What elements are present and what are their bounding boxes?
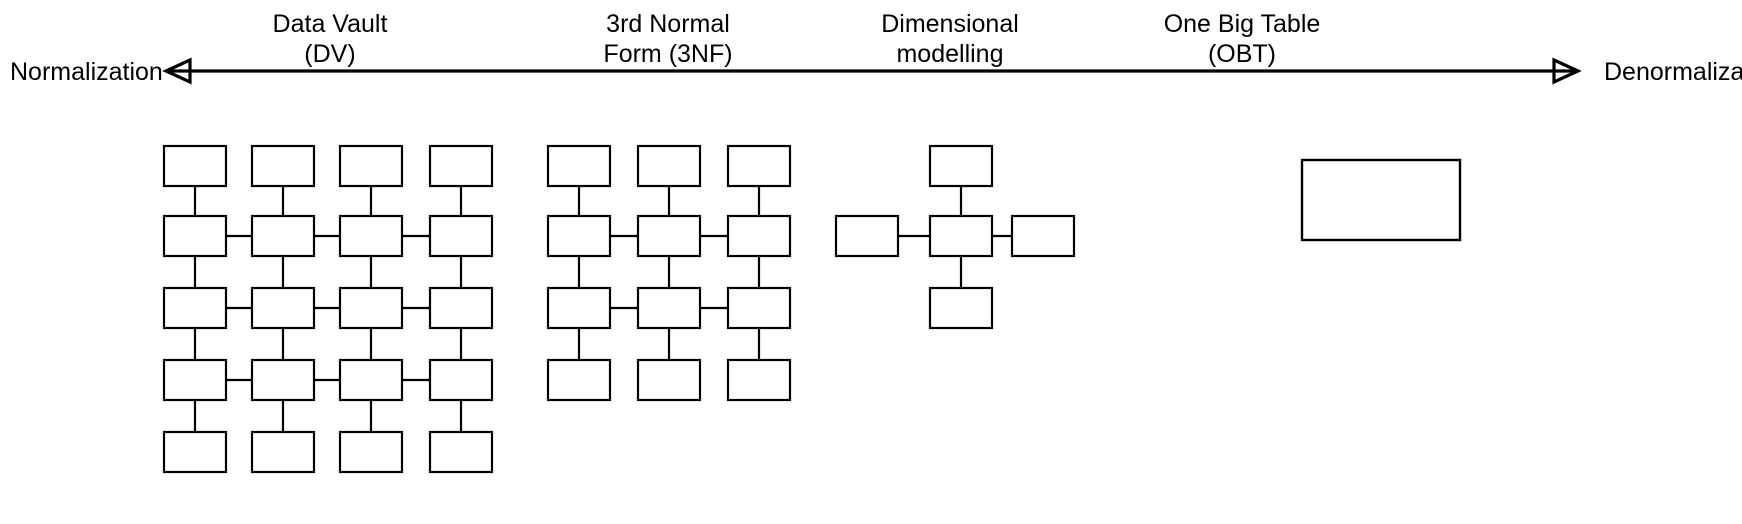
entity-box <box>162 430 228 474</box>
third-normal-form-cluster <box>546 144 792 402</box>
entity-box <box>546 358 612 402</box>
entity-box <box>636 144 702 188</box>
data-vault-cluster <box>162 144 494 474</box>
entity-box <box>428 358 494 402</box>
entity-box <box>162 214 228 258</box>
entity-box <box>338 144 404 188</box>
entity-box <box>636 358 702 402</box>
entity-box <box>726 358 792 402</box>
entity-box <box>162 144 228 188</box>
entity-box <box>928 214 994 258</box>
entity-box <box>250 358 316 402</box>
entity-box <box>428 214 494 258</box>
dimensional-modelling-cluster <box>834 144 1076 330</box>
entity-box <box>726 214 792 258</box>
entity-box <box>928 286 994 330</box>
entity-box <box>726 144 792 188</box>
entity-box <box>250 430 316 474</box>
arrow-left-icon <box>162 57 192 85</box>
stage-label-one-big-table: One Big Table <box>1164 10 1321 38</box>
spectrum-axis: Normalization Denormalization <box>10 57 1742 86</box>
entity-box <box>338 214 404 258</box>
entity-box <box>338 358 404 402</box>
arrow-right-icon <box>1552 57 1582 85</box>
entity-box <box>428 286 494 330</box>
entity-box <box>546 214 612 258</box>
entity-box <box>636 214 702 258</box>
normalization-axis-label: Normalization <box>10 58 163 86</box>
stage-label-dimensional-modelling: modelling <box>896 40 1003 68</box>
one-big-table-box <box>1300 158 1462 242</box>
stage-label-third-normal-form: Form (3NF) <box>603 40 732 68</box>
entity-box <box>250 144 316 188</box>
entity-box <box>636 286 702 330</box>
entity-box <box>1010 214 1076 258</box>
entity-box <box>428 430 494 474</box>
one-big-table-cluster <box>1300 158 1462 242</box>
entity-box <box>338 286 404 330</box>
entity-box <box>546 286 612 330</box>
stage-label-dimensional-modelling: Dimensional <box>881 10 1019 38</box>
stage-label-one-big-table: (OBT) <box>1208 40 1276 68</box>
entity-box <box>834 214 900 258</box>
stage-label-data-vault: Data Vault <box>273 10 388 38</box>
entity-box <box>428 144 494 188</box>
stage-label-data-vault: (DV) <box>304 40 355 68</box>
entity-box <box>546 144 612 188</box>
entity-box <box>162 286 228 330</box>
denormalization-axis-label: Denormalization <box>1604 58 1742 86</box>
entity-box <box>338 430 404 474</box>
entity-box <box>928 144 994 188</box>
entity-box <box>250 214 316 258</box>
entity-box <box>162 358 228 402</box>
stage-label-third-normal-form: 3rd Normal <box>606 10 730 38</box>
entity-box <box>726 286 792 330</box>
entity-box <box>250 286 316 330</box>
